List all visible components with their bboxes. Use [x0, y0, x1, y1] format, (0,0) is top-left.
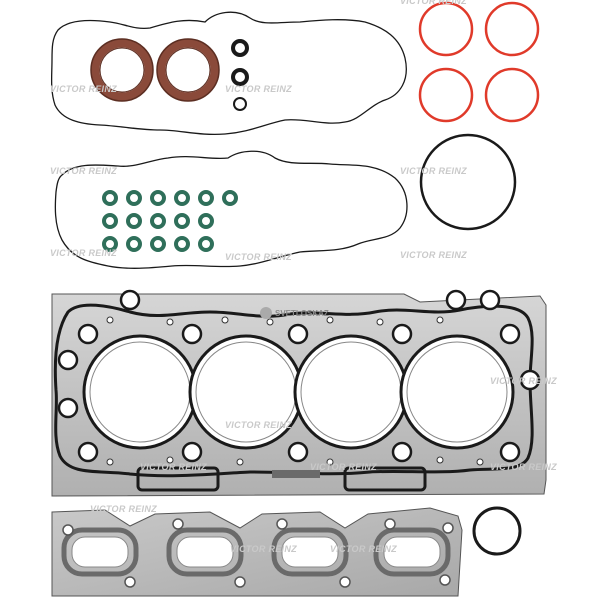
valve-stem-seal [174, 190, 190, 206]
bolt-hole [391, 441, 413, 463]
bolt-hole [479, 289, 501, 311]
valve-stem-seal [174, 236, 190, 252]
valve-stem-seals [102, 190, 238, 252]
oring-2 [484, 1, 540, 57]
bolt-hole [181, 323, 203, 345]
watermark-text: VICTOR REINZ [490, 462, 557, 472]
bolt-hole [519, 369, 541, 391]
watermark-text: VICTOR REINZ [50, 248, 117, 258]
valve-stem-seal [102, 213, 118, 229]
exhaust-port [176, 536, 234, 568]
exhaust-manifold-gasket [51, 507, 463, 597]
valve-stem-seal [198, 236, 214, 252]
svetloskaz-logo: SVETLOSKAZ [260, 307, 329, 319]
cylinder-bore [293, 334, 409, 450]
exhaust-port-ring [166, 527, 244, 577]
watermark-text: VICTOR REINZ [310, 462, 377, 472]
valve-stem-seal [126, 236, 142, 252]
valve-stem-seal [150, 236, 166, 252]
bolt-hole [391, 323, 413, 345]
exhaust-port [281, 536, 339, 568]
oring-3 [418, 67, 474, 123]
bolt-hole [77, 323, 99, 345]
logo-text: SVETLOSKAZ [275, 309, 329, 318]
valve-stem-seal [102, 236, 118, 252]
valve-cover-gasket-upper [50, 11, 407, 136]
bolt-hole [119, 289, 141, 311]
bolt-hole [287, 441, 309, 463]
bolt-hole [57, 349, 79, 371]
bolt-hole [57, 397, 79, 419]
valve-stem-seal [126, 190, 142, 206]
watermark-text: VICTOR REINZ [225, 252, 292, 262]
cylinder-bore [82, 334, 198, 450]
bolt-hole [77, 441, 99, 463]
bolt-hole [499, 441, 521, 463]
valve-stem-seal [198, 213, 214, 229]
watermark-layer: VICTOR REINZ VICTOR REINZ VICTOR REINZ VICT… [50, 0, 557, 554]
oring-1 [418, 1, 474, 57]
valve-stem-seal [102, 190, 118, 206]
red-orings [418, 1, 540, 123]
valve-stem-seal [174, 213, 190, 229]
bolt-hole [445, 289, 467, 311]
shaft-seal-right [156, 38, 220, 102]
oring-4 [484, 67, 540, 123]
large-oring [419, 133, 517, 231]
small-oring [472, 506, 522, 556]
shaft-seals [90, 38, 220, 102]
watermark-text: VICTOR REINZ [490, 376, 557, 386]
exhaust-port [383, 536, 441, 568]
valve-stem-seal [222, 190, 238, 206]
watermark-text: VICTOR REINZ [400, 0, 467, 6]
valve-stem-seal [150, 213, 166, 229]
watermark-text: VICTOR REINZ [330, 544, 397, 554]
valve-stem-seal [126, 213, 142, 229]
watermark-text: VICTOR REINZ [400, 166, 467, 176]
small-seals [231, 39, 249, 111]
cylinder-bore [399, 334, 515, 450]
bolt-hole [287, 323, 309, 345]
exhaust-port [71, 536, 129, 568]
watermark-text: VICTOR REINZ [140, 462, 207, 472]
watermark-text: VICTOR REINZ [225, 420, 292, 430]
shaft-seal-left [90, 38, 154, 102]
bolt-hole [181, 441, 203, 463]
watermark-text: VICTOR REINZ [50, 166, 117, 176]
exhaust-port-ring [61, 527, 139, 577]
exhaust-port-ring [373, 527, 451, 577]
valve-stem-seal [150, 190, 166, 206]
valve-cover-gasket-lower [54, 150, 408, 269]
exhaust-port-ring [271, 527, 349, 577]
valve-stem-seal [198, 190, 214, 206]
bolt-hole [499, 323, 521, 345]
watermark-text: VICTOR REINZ [50, 84, 117, 94]
watermark-text: VICTOR REINZ [90, 504, 157, 514]
head-gasket [51, 289, 547, 497]
cylinder-bore [188, 334, 304, 450]
watermark-text: VICTOR REINZ [400, 250, 467, 260]
watermark-text: VICTOR REINZ [230, 544, 297, 554]
watermark-text: VICTOR REINZ [225, 84, 292, 94]
